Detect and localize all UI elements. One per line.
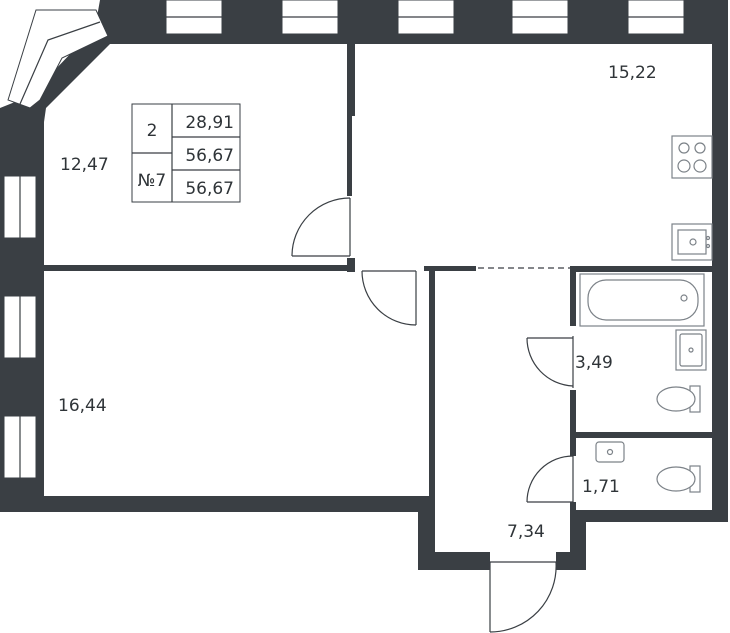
living-area: 28,91 — [185, 113, 234, 133]
living-room-area-label: 16,44 — [58, 396, 107, 416]
apartment-info-table: 2 №7 28,91 56,67 56,67 — [131, 103, 241, 203]
windows — [3, 0, 685, 479]
rooms-count: 2 — [147, 121, 158, 141]
stove-icon — [671, 135, 713, 179]
bathroom-sink-icon — [675, 329, 707, 371]
bathroom-area-label: 3,49 — [575, 353, 613, 373]
kitchen-sink-icon — [671, 223, 713, 261]
bedroom-area-label: 12,47 — [60, 155, 109, 175]
hallway-area-label: 7,34 — [507, 522, 545, 542]
doors — [291, 197, 574, 633]
toilet-icon — [656, 385, 701, 413]
kitchen-living-area-label: 15,22 — [608, 63, 657, 83]
total-area: 56,67 — [185, 146, 234, 166]
apartment-number: №7 — [138, 171, 167, 191]
toilet-icon — [656, 465, 701, 493]
internal-walls — [44, 44, 712, 522]
bathtub-icon — [579, 273, 705, 327]
total-area-with-balcony: 56,67 — [185, 179, 234, 199]
toilet-area-label: 1,71 — [582, 477, 620, 497]
toilet-sink-icon — [595, 441, 625, 463]
